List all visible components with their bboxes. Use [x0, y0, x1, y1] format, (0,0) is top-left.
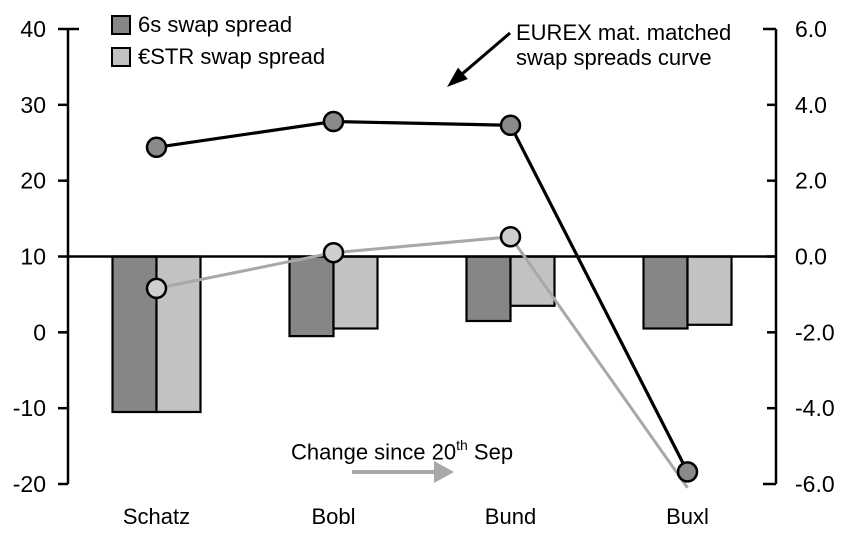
- legend-swatch-6s-icon: [111, 15, 131, 35]
- left-axis-tick-label-0: 0: [33, 319, 46, 345]
- right-axis-tick-label-6.0: 6.0: [795, 16, 827, 42]
- estr-line: [156, 235, 689, 489]
- left-axis-tick-label-20: 20: [20, 168, 46, 194]
- left-axis-tick-label-40: 40: [20, 16, 46, 42]
- line-marker-estr-schatz: [145, 277, 168, 300]
- curve-annotation-arrow-icon: [447, 31, 511, 87]
- curve-annotation-line2: swap spreads curve: [516, 45, 712, 70]
- category-label-bund: Bund: [485, 504, 536, 529]
- bar-6s-bobl: [288, 255, 335, 338]
- bar-6s-buxl: [642, 255, 689, 330]
- right-axis-tick-label--2.0: -2.0: [795, 319, 835, 345]
- left-axis-tick-label-30: 30: [20, 92, 46, 118]
- change-annotation-text: Change since 20: [291, 439, 457, 465]
- chart-legend: 6s swap spread €STR swap spread: [111, 14, 325, 68]
- left-axis: 40 30 20 10 0 -10 -20: [13, 16, 79, 497]
- bar-estr-bund: [509, 255, 556, 307]
- left-axis-tick-label--10: -10: [13, 395, 46, 421]
- line-marker-estr-bobl: [322, 241, 345, 264]
- legend-swatch-estr-icon: [111, 47, 131, 67]
- bar-6s-bund: [465, 255, 512, 323]
- category-label-bobl: Bobl: [311, 504, 355, 529]
- left-axis-tick-label--20: -20: [13, 471, 46, 497]
- legend-item-6s-swap-spread: 6s swap spread: [111, 14, 325, 36]
- category-label-buxl: Buxl: [666, 504, 709, 529]
- right-axis-tick-label-4.0: 4.0: [795, 92, 827, 118]
- right-axis-tick-label-2.0: 2.0: [795, 168, 827, 194]
- line-marker-estr-bund: [499, 226, 522, 248]
- legend-item-estr-swap-spread: €STR swap spread: [111, 46, 325, 68]
- line-marker-6s-schatz: [145, 136, 168, 159]
- change-annotation-sup: th: [456, 437, 468, 453]
- curve-annotation-line1: EUREX mat. matched: [516, 20, 732, 45]
- line-marker-6s-bund: [499, 114, 522, 137]
- curve-annotation: EUREX mat. matched swap spreads curve: [516, 20, 731, 70]
- change-annotation-suffix: Sep: [467, 439, 514, 465]
- right-axis-tick-label-0.0: 0.0: [795, 244, 827, 270]
- change-arrow-icon: [352, 461, 454, 483]
- change-annotation: Change since 20th Sep: [291, 437, 514, 465]
- legend-label-estr: €STR swap spread: [138, 44, 326, 69]
- line-marker-6s-buxl: [676, 461, 699, 483]
- category-label-schatz: Schatz: [123, 504, 190, 529]
- right-axis: 6.0 4.0 2.0 0.0 -2.0 -4.0 -6.0: [763, 16, 835, 497]
- line-marker-6s-bobl: [322, 110, 345, 133]
- six-s-line: [156, 119, 689, 473]
- right-axis-tick-label--6.0: -6.0: [795, 471, 835, 497]
- left-axis-tick-label-10: 10: [20, 244, 46, 270]
- bar-6s-schatz: [111, 255, 158, 414]
- bar-estr-buxl: [686, 255, 733, 326]
- right-axis-tick-label--4.0: -4.0: [795, 395, 835, 421]
- legend-label-6s: 6s swap spread: [138, 12, 293, 37]
- bar-estr-bobl: [332, 255, 379, 330]
